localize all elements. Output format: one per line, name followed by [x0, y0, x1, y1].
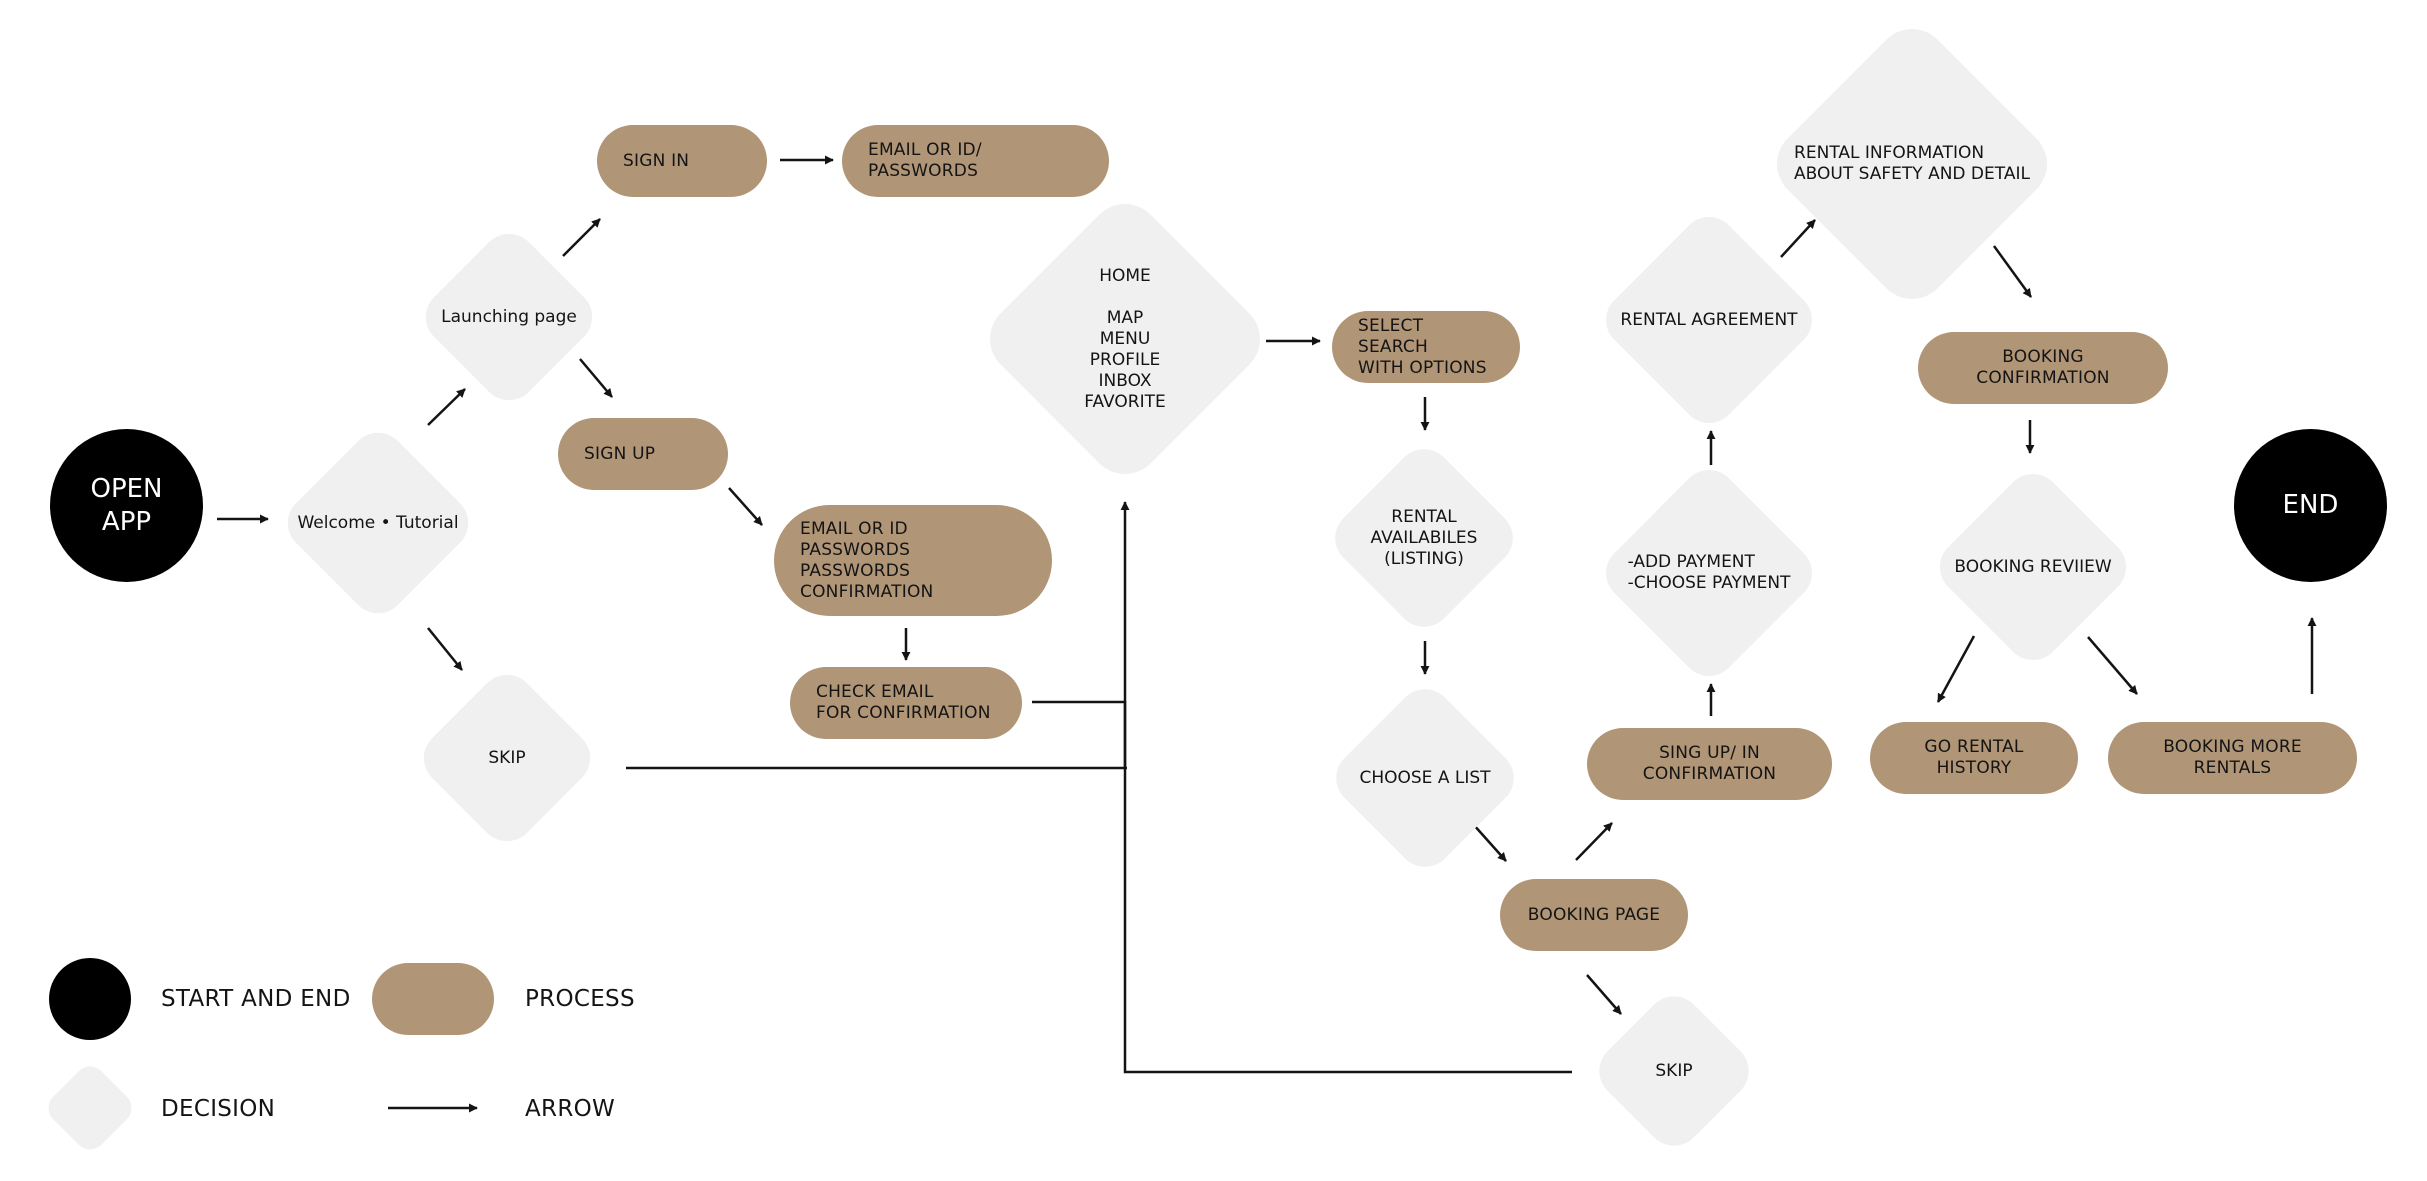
check-email-label: CHECK EMAIL FOR CONFIRMATION [816, 682, 991, 723]
open-app-node: OPEN APP [50, 429, 203, 582]
arrow-choose-to-booking [1472, 823, 1507, 862]
rental-agreement-label: RENTAL AGREEMENT [1620, 309, 1798, 330]
sign-in-label: SIGN IN [623, 150, 690, 171]
skip-decision-left: SKIP [412, 663, 602, 853]
rental-availables-decision: RENTAL AVAILABILES (LISTING) [1323, 437, 1525, 639]
line-skip2-to-home [1120, 501, 1572, 1074]
select-search-process: SELECT SEARCH WITH OPTIONS [1332, 311, 1520, 383]
arrow-booking-to-skip [1586, 974, 1622, 1015]
sign-up-label: SIGN UP [584, 443, 656, 464]
rental-information-decision: RENTAL INFORMATION ABOUT SAFETY AND DETA… [1762, 14, 2062, 314]
booking-page-label: BOOKING PAGE [1527, 904, 1661, 925]
rental-history-process: GO RENTAL HISTORY [1870, 722, 2078, 794]
launching-page-decision: Launching page [414, 222, 604, 412]
legend-process-symbol [372, 963, 494, 1035]
welcome-tutorial-decision: Welcome • Tutorial [276, 421, 480, 625]
legend-decision-label: DECISION [161, 1096, 276, 1122]
arrow-info-to-bookingconf [1992, 245, 2033, 298]
booking-confirmation-process: BOOKING CONFIRMATION [1918, 332, 2168, 404]
payment-label: -ADD PAYMENT -CHOOSE PAYMENT [1627, 552, 1791, 593]
arrow-agreement-to-info [1780, 219, 1816, 258]
check-email-process: CHECK EMAIL FOR CONFIRMATION [790, 667, 1022, 739]
email-password-confirmation-process: EMAIL OR ID PASSWORDS PASSWORDS CONFIRMA… [774, 505, 1052, 616]
legend-decision-symbol [41, 1059, 139, 1157]
booking-page-process: BOOKING PAGE [1500, 879, 1688, 951]
line-check-to-home [1032, 700, 1127, 768]
signup-confirmation-label: SING UP/ IN CONFIRMATION [1642, 743, 1777, 784]
email-password-confirmation-label: EMAIL OR ID PASSWORDS PASSWORDS CONFIRMA… [800, 518, 934, 602]
arrow-launching-to-signup [579, 358, 613, 398]
arrow-signup-to-emailconf [728, 487, 763, 526]
signup-confirmation-process: SING UP/ IN CONFIRMATION [1587, 728, 1832, 800]
choose-list-label: CHOOSE A LIST [1359, 767, 1491, 788]
skip-label-bottom: SKIP [1655, 1060, 1693, 1081]
arrow-welcome-to-skip [427, 627, 463, 671]
rental-information-label: RENTAL INFORMATION ABOUT SAFETY AND DETA… [1794, 143, 2030, 184]
end-label: END [2282, 490, 2339, 520]
rental-agreement-decision: RENTAL AGREEMENT [1594, 205, 1824, 435]
email-passwords-process: EMAIL OR ID/ PASSWORDS [842, 125, 1109, 197]
home-menu-label: HOME MAP MENU PROFILE INBOX FAVORITE [1084, 265, 1166, 412]
arrow-review-to-more [2087, 636, 2138, 695]
arrow-launching-to-signin [562, 218, 601, 257]
skip-label-left: SKIP [488, 747, 526, 768]
booking-review-label: BOOKING REVIIEW [1954, 556, 2112, 577]
booking-more-label: BOOKING MORE RENTALS [2163, 737, 2302, 778]
email-passwords-label: EMAIL OR ID/ PASSWORDS [868, 140, 982, 181]
launching-page-label: Launching page [441, 306, 577, 327]
sign-in-process: SIGN IN [597, 125, 767, 197]
end-node: END [2234, 429, 2387, 582]
arrow-review-to-history [1936, 635, 1976, 703]
sign-up-process: SIGN UP [558, 418, 728, 490]
booking-confirmation-label: BOOKING CONFIRMATION [1976, 347, 2110, 388]
rental-availables-label: RENTAL AVAILABILES (LISTING) [1370, 506, 1478, 569]
welcome-tutorial-label: Welcome • Tutorial [297, 512, 459, 533]
legend-process-label: PROCESS [525, 986, 635, 1012]
open-app-label: OPEN APP [90, 473, 163, 537]
skip-decision-bottom: SKIP [1587, 984, 1761, 1158]
legend-start-end-label: START AND END [161, 986, 351, 1012]
select-search-label: SELECT SEARCH WITH OPTIONS [1358, 315, 1487, 378]
arrow-booking-to-signupconf [1575, 822, 1613, 861]
booking-review-decision: BOOKING REVIIEW [1928, 462, 2138, 672]
arrow-welcome-to-launching [427, 388, 466, 426]
rental-history-label: GO RENTAL HISTORY [1924, 737, 2024, 778]
legend-arrow-label: ARROW [525, 1096, 616, 1122]
booking-more-process: BOOKING MORE RENTALS [2108, 722, 2357, 794]
choose-list-decision: CHOOSE A LIST [1324, 677, 1526, 879]
legend-terminal-symbol [49, 958, 131, 1040]
home-decision: HOME MAP MENU PROFILE INBOX FAVORITE [975, 189, 1275, 489]
payment-decision: -ADD PAYMENT -CHOOSE PAYMENT [1594, 458, 1824, 688]
